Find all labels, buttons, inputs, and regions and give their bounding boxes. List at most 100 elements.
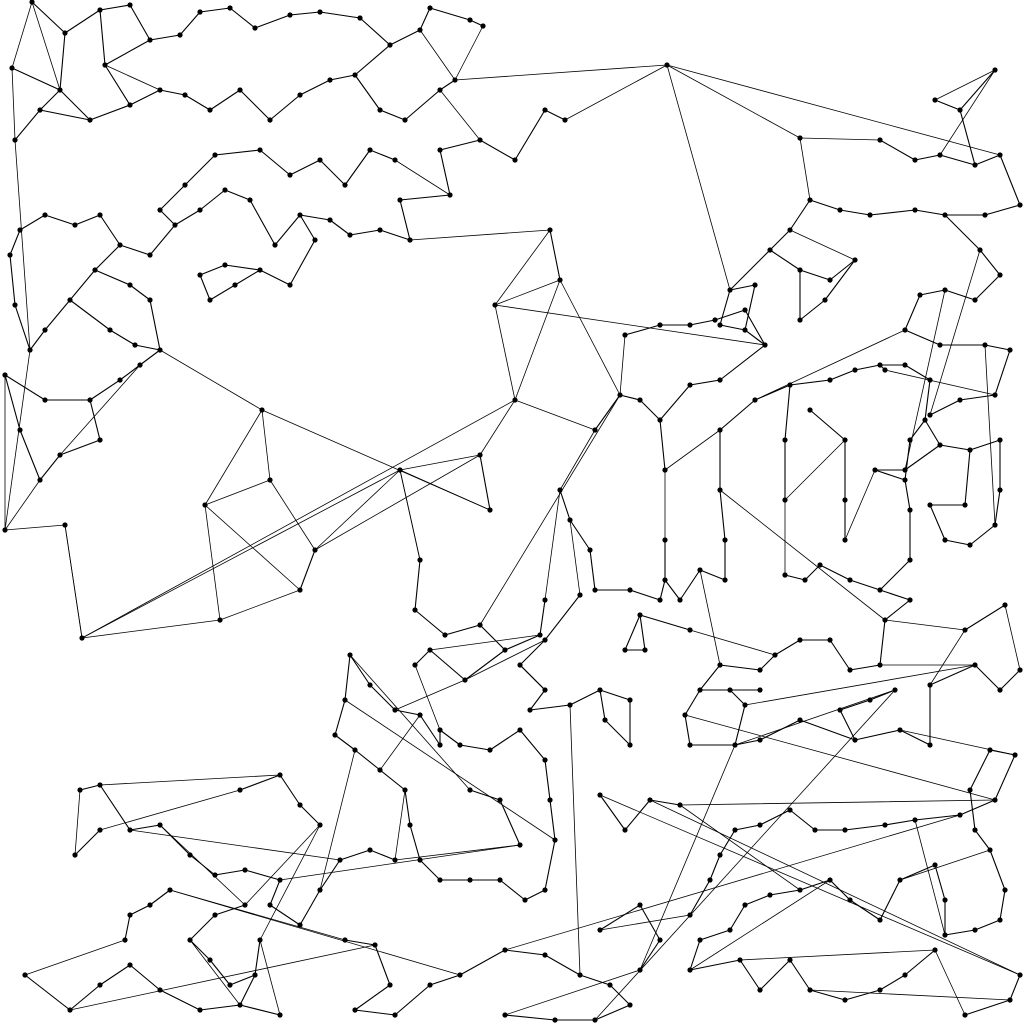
graph-edge: [789, 959, 811, 991]
graph-edge: [504, 969, 641, 1016]
graph-node: [377, 227, 383, 233]
graph-edge: [374, 944, 391, 986]
graph-edge: [939, 154, 976, 166]
graph-edge: [269, 94, 301, 121]
graph-edge: [69, 944, 376, 1011]
graph-edge: [666, 64, 801, 139]
graph-node: [722, 537, 728, 543]
graph-node: [997, 687, 1003, 693]
graph-node: [347, 652, 353, 658]
graph-edge: [159, 989, 201, 1011]
graph-edge: [684, 689, 701, 716]
graph-edge: [604, 719, 631, 746]
graph-node: [757, 687, 763, 693]
graph-edge: [549, 799, 556, 841]
graph-edge: [344, 939, 376, 946]
graph-edge: [929, 664, 976, 686]
graph-edge: [289, 239, 316, 286]
graph-edge: [89, 104, 131, 121]
graph-edge: [81, 469, 401, 639]
graph-node: [637, 967, 643, 973]
graph-edge: [734, 824, 761, 831]
graph-edge: [239, 89, 271, 121]
graph-edge: [719, 489, 726, 541]
graph-node: [977, 247, 983, 253]
graph-edge: [789, 229, 856, 261]
graph-node: [480, 23, 486, 29]
graph-edge: [44, 299, 71, 331]
graph-edge: [74, 829, 101, 856]
graph-edge: [994, 754, 1016, 801]
graph-edge: [689, 379, 721, 386]
graph-edge: [354, 44, 391, 76]
graph-node: [752, 282, 758, 288]
graph-edge: [739, 949, 936, 961]
graph-node: [277, 877, 283, 883]
graph-edge: [869, 209, 916, 216]
graph-node: [657, 937, 663, 943]
graph-edge: [44, 214, 76, 226]
graph-node: [957, 812, 963, 818]
graph-edge: [699, 929, 731, 941]
graph-edge: [679, 799, 996, 806]
graph-edge: [489, 729, 521, 751]
graph-edge: [199, 7, 231, 13]
graph-node: [687, 382, 693, 388]
graph-edge: [159, 824, 246, 906]
graph-edge: [549, 229, 561, 281]
graph-node: [827, 637, 833, 643]
graph-node: [622, 647, 628, 653]
graph-node: [662, 577, 668, 583]
graph-edge: [259, 824, 321, 941]
graph-edge: [319, 11, 361, 19]
graph-node: [992, 522, 998, 528]
graph-edge: [854, 364, 881, 371]
graph-edge: [744, 329, 766, 346]
graph-node: [497, 797, 503, 803]
graph-edge: [594, 689, 896, 1021]
graph-edge: [259, 149, 291, 176]
graph-node: [982, 212, 988, 218]
graph-edge: [159, 89, 186, 96]
graph-edge: [64, 9, 101, 34]
graph-edge: [809, 989, 1011, 1001]
graph-node: [927, 377, 933, 383]
graph-node: [1002, 887, 1008, 893]
graph-edge: [429, 634, 541, 651]
graph-edge: [984, 344, 1011, 351]
graph-node: [57, 87, 63, 93]
graph-node: [267, 902, 273, 908]
graph-node: [827, 377, 833, 383]
graph-node: [562, 117, 568, 123]
graph-node: [962, 502, 968, 508]
graph-edge: [79, 784, 101, 791]
graph-node: [547, 227, 553, 233]
graph-node: [817, 562, 823, 568]
graph-node: [517, 662, 523, 668]
graph-edge: [129, 89, 161, 106]
graph-node: [942, 897, 948, 903]
graph-edge: [829, 639, 851, 671]
graph-edge: [104, 64, 161, 91]
graph-edge: [759, 654, 776, 671]
graph-edge: [19, 214, 46, 231]
graph-node: [807, 197, 813, 203]
graph-edge: [204, 479, 271, 506]
graph-node: [127, 912, 133, 918]
graph-edge: [504, 1014, 556, 1021]
graph-edge: [729, 284, 756, 291]
graph-node: [212, 912, 218, 918]
graph-node: [852, 737, 858, 743]
graph-edge: [224, 189, 251, 201]
graph-node: [757, 737, 763, 743]
graph-edge: [619, 394, 641, 401]
graph-node: [742, 307, 748, 313]
graph-node: [877, 587, 883, 593]
graph-edge: [254, 939, 261, 976]
graph-edge: [544, 954, 581, 976]
graph-edge: [334, 699, 346, 736]
graph-edge: [799, 137, 881, 141]
graph-node: [197, 1007, 203, 1013]
graph-node: [627, 587, 633, 593]
graph-node: [847, 577, 853, 583]
